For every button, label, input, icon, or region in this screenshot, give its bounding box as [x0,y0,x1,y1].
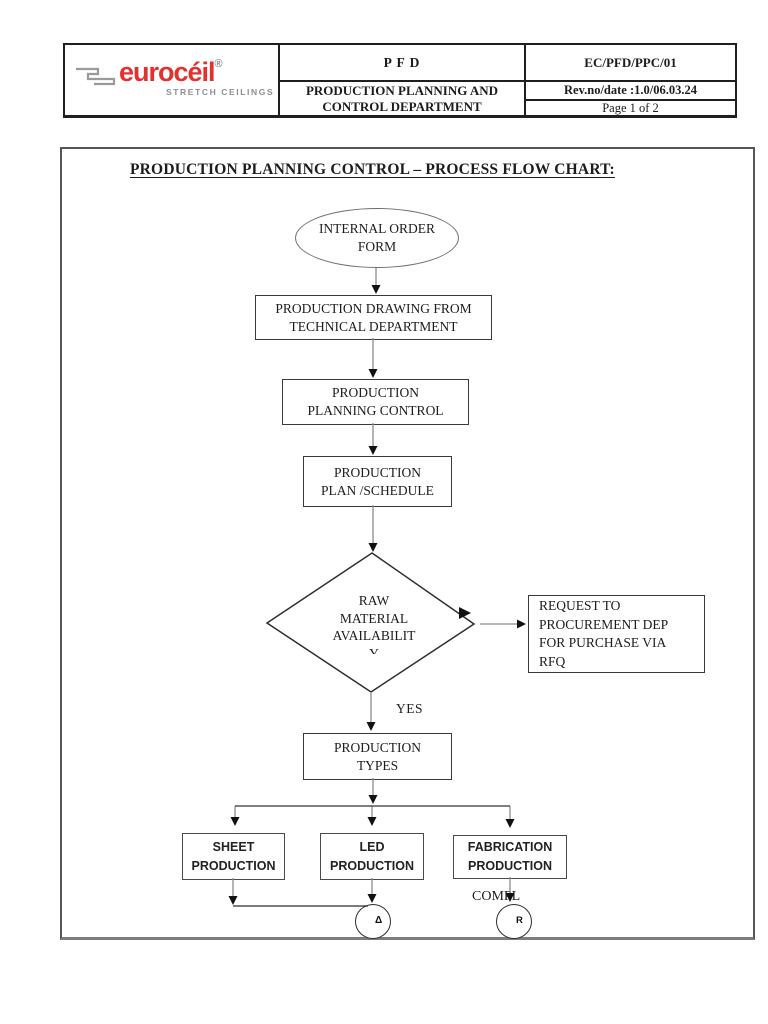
revision-cell: Rev.no/date :1.0/06.03.24 [564,83,697,97]
decision-node-text: RAW MATERIAL AVAILABILIT Y [332,593,416,654]
table-divider [524,99,735,101]
logo-brand: eurocéil® [119,57,223,88]
registered-mark: ® [214,58,223,70]
logo-tagline: STRETCH CEILINGS [166,87,275,97]
page-number-cell: Page 1 of 2 [602,100,659,115]
flow-node-led-production: LED PRODUCTION [320,833,424,880]
offpage-connector-r: R [496,904,532,939]
flow-node-production-drawing: PRODUCTION DRAWING FROM TECHNICAL DEPART… [255,295,492,340]
department-cell: PRODUCTION PLANNING AND CONTROL DEPARTME… [305,82,499,114]
flow-node-sheet-production: SHEET PRODUCTION [182,833,285,880]
flow-node-planning-control: PRODUCTION PLANNING CONTROL [282,379,469,425]
euroceil-logo-icon [76,67,116,86]
chart-title: PRODUCTION PLANNING CONTROL – PROCESS FL… [130,161,615,178]
header-table: P F D PRODUCTION PLANNING AND CONTROL DE… [63,43,737,118]
yes-branch-label: YES [396,701,424,716]
offpage-connector-a: Δ [355,904,391,939]
logo-brand-text: eurocéil [119,57,216,87]
flow-node-plan-schedule: PRODUCTION PLAN /SCHEDULE [303,456,452,507]
flow-node-internal-order-form: INTERNAL ORDER FORM [295,208,459,268]
flow-node-fabrication-production: FABRICATION PRODUCTION [453,835,567,879]
compl-label: COMPL [472,889,521,904]
request-node-text: REQUEST TO PROCUREMENT DEP FOR PURCHASE … [539,598,669,669]
flow-node-production-types: PRODUCTION TYPES [303,733,452,780]
table-divider [278,80,735,82]
chart-frame [60,147,755,940]
doc-code-cell: EC/PFD/PPC/01 [584,54,677,70]
connector-a-letter: Δ [375,915,383,926]
connector-r-letter: R [516,915,523,926]
flow-node-request-procurement: REQUEST TO PROCUREMENT DEP FOR PURCHASE … [528,595,705,673]
doc-type-cell: P F D [383,54,421,70]
